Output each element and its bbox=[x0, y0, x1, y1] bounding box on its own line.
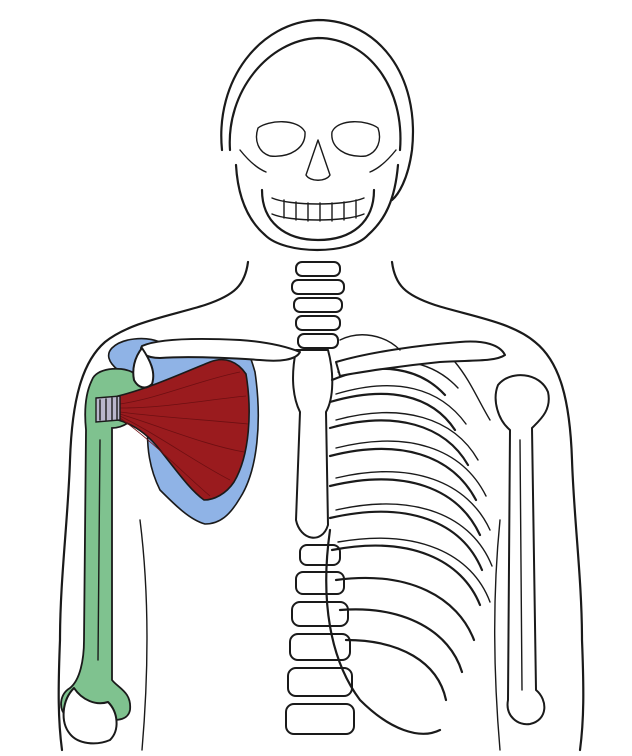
contralateral-arm bbox=[494, 374, 550, 726]
tendon bbox=[95, 395, 121, 423]
muscle-highlight bbox=[117, 358, 250, 501]
muscle bbox=[117, 358, 250, 501]
rib-cage bbox=[325, 360, 493, 735]
tendon-highlight bbox=[95, 395, 121, 423]
cervical-spine bbox=[291, 261, 345, 349]
clavicle bbox=[132, 337, 301, 389]
contralateral-shoulder bbox=[335, 334, 506, 421]
skull bbox=[220, 18, 415, 251]
muscle-fibers bbox=[119, 371, 249, 497]
elbow bbox=[62, 687, 118, 745]
sternum bbox=[292, 349, 334, 539]
lumbar-spine bbox=[285, 544, 355, 735]
body-outline bbox=[57, 260, 585, 752]
